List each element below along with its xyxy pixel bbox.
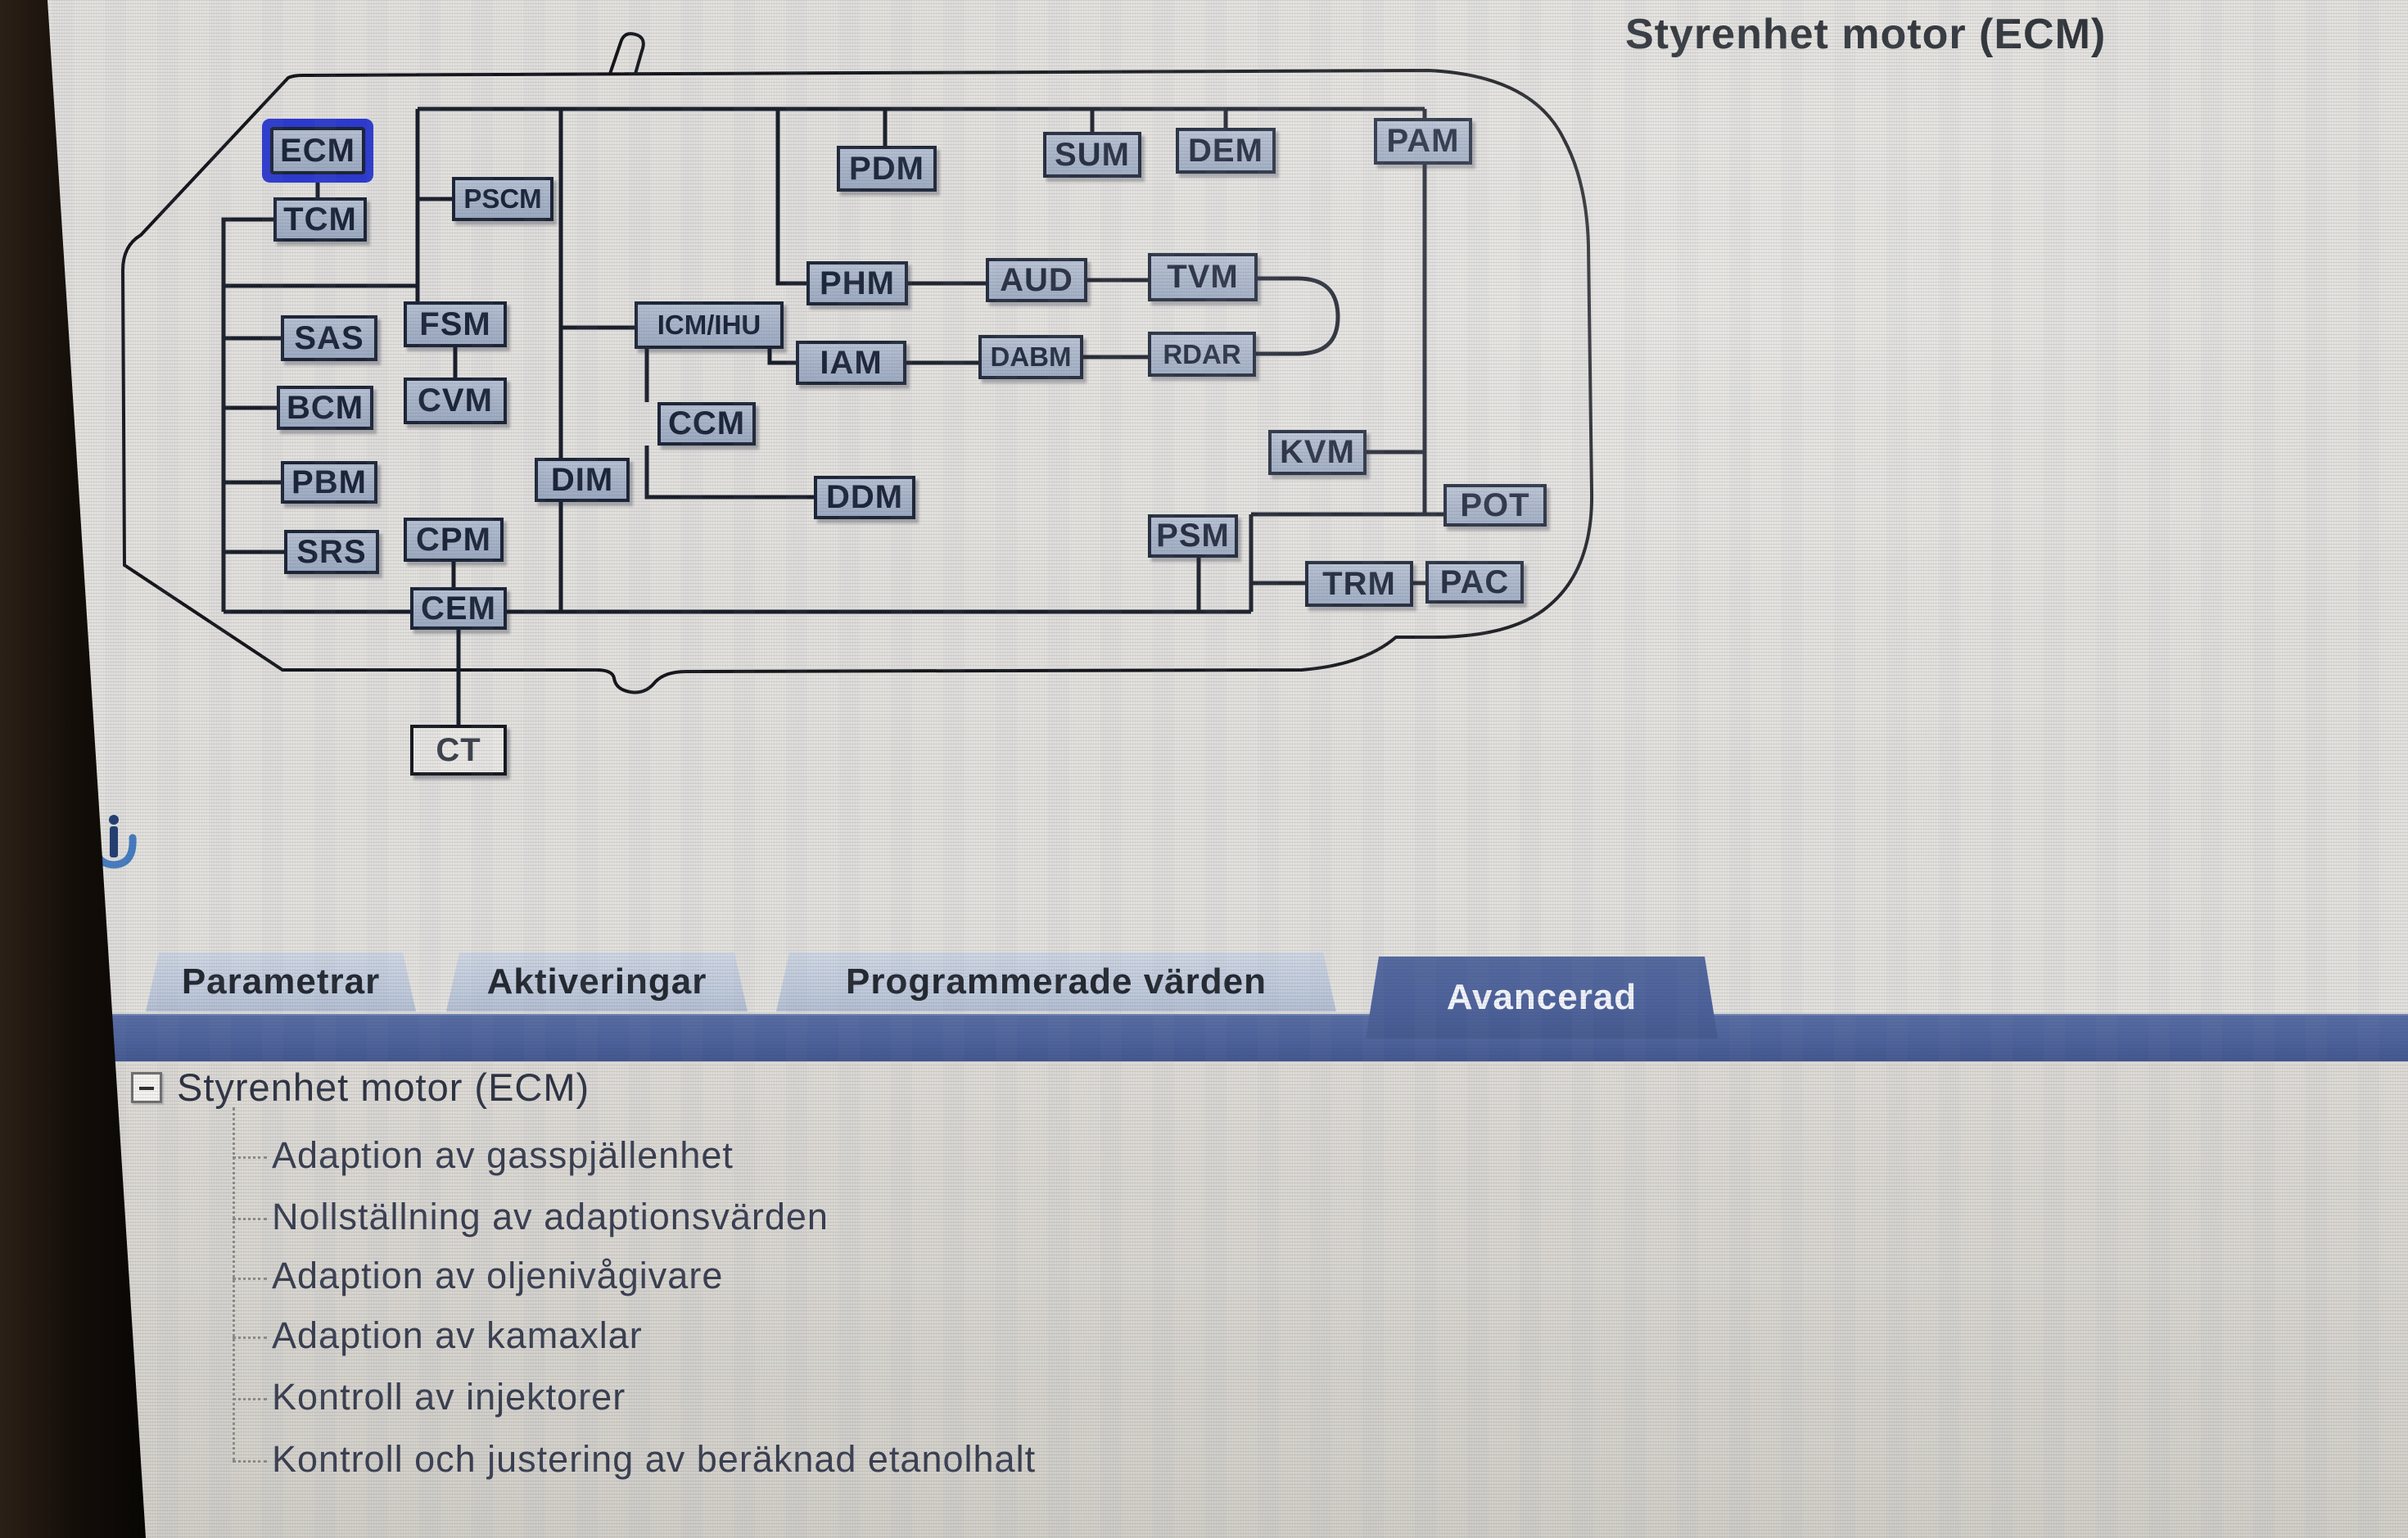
tree-guide-stub: [233, 1337, 267, 1339]
module-box-psm[interactable]: PSM: [1148, 514, 1238, 558]
module-box-pdm[interactable]: PDM: [837, 146, 937, 192]
module-box-trm[interactable]: TRM: [1305, 561, 1413, 607]
module-box-pbm[interactable]: PBM: [281, 461, 377, 504]
module-box-kvm[interactable]: KVM: [1268, 430, 1367, 475]
module-box-iam[interactable]: IAM: [796, 341, 906, 385]
module-box-aud[interactable]: AUD: [986, 258, 1087, 302]
module-box-bcm[interactable]: BCM: [277, 386, 373, 430]
tree-guide-stub: [233, 1218, 267, 1220]
tree-item-adaption-kamaxlar[interactable]: Adaption av kamaxlar: [272, 1314, 643, 1356]
module-box-fsm[interactable]: FSM: [404, 301, 507, 347]
module-box-pam[interactable]: PAM: [1374, 118, 1472, 165]
module-box-tvm[interactable]: TVM: [1148, 253, 1258, 301]
tab-parametrar[interactable]: Parametrar: [146, 952, 416, 1011]
module-box-srs[interactable]: SRS: [284, 530, 379, 574]
module-box-sas[interactable]: SAS: [281, 315, 377, 361]
tree-item-kontroll-injektorer[interactable]: Kontroll av injektorer: [272, 1376, 626, 1418]
tree-item-adaption-gasspjallenhet[interactable]: Adaption av gasspjällenhet: [272, 1134, 734, 1176]
tree-root-row: Styrenhet motor (ECM): [131, 1065, 590, 1110]
module-box-rdar[interactable]: RDAR: [1148, 332, 1256, 377]
module-box-phm[interactable]: PHM: [806, 261, 908, 305]
tree-item-nollstallning-adaptionsvarden[interactable]: Nollställning av adaptionsvärden: [272, 1196, 829, 1237]
tree-guide-stub: [233, 1398, 267, 1400]
module-box-ecm[interactable]: ECM: [270, 127, 365, 174]
tab-avancerad[interactable]: Avancerad: [1366, 957, 1718, 1038]
module-box-ct[interactable]: CT: [410, 725, 507, 776]
tree-guide-stub: [233, 1278, 267, 1280]
tab-underline-bar: [49, 1014, 2408, 1061]
module-box-dem[interactable]: DEM: [1176, 128, 1276, 174]
module-box-dabm[interactable]: DABM: [978, 335, 1083, 379]
tree-item-kontroll-etanolhalt[interactable]: Kontroll och justering av beräknad etano…: [272, 1438, 1037, 1480]
tree-guide-stub: [233, 1156, 267, 1159]
tree-root-label[interactable]: Styrenhet motor (ECM): [177, 1065, 590, 1109]
tree-guide-stub: [233, 1460, 267, 1463]
module-box-icm-ihu[interactable]: ICM/IHU: [635, 301, 784, 349]
tab-programmerade-varden[interactable]: Programmerade värden: [776, 952, 1336, 1011]
page-title: Styrenhet motor (ECM): [1625, 11, 2107, 58]
module-box-cvm[interactable]: CVM: [404, 378, 507, 424]
module-box-ddm[interactable]: DDM: [814, 476, 915, 519]
tab-aktiveringar[interactable]: Aktiveringar: [446, 952, 748, 1011]
car-outline-path: [120, 32, 1594, 694]
module-box-pot[interactable]: POT: [1443, 484, 1547, 527]
module-box-pac[interactable]: PAC: [1425, 561, 1524, 604]
module-box-cpm[interactable]: CPM: [404, 518, 504, 562]
module-box-pscm[interactable]: PSCM: [452, 177, 553, 221]
tree-pane: [0, 1059, 2408, 1538]
tree-item-adaption-oljenivagivare[interactable]: Adaption av oljenivågivare: [272, 1255, 724, 1296]
car-antenna-notch: [608, 32, 645, 75]
minus-expand-icon[interactable]: [131, 1071, 162, 1103]
module-box-ccm[interactable]: CCM: [657, 402, 756, 446]
module-box-sum[interactable]: SUM: [1043, 132, 1141, 178]
module-box-cem[interactable]: CEM: [410, 587, 507, 630]
module-box-tcm[interactable]: TCM: [273, 197, 367, 242]
module-box-dim[interactable]: DIM: [535, 458, 630, 502]
bus-connectors: [221, 106, 1443, 725]
tree-guide-vline: [233, 1107, 235, 1461]
